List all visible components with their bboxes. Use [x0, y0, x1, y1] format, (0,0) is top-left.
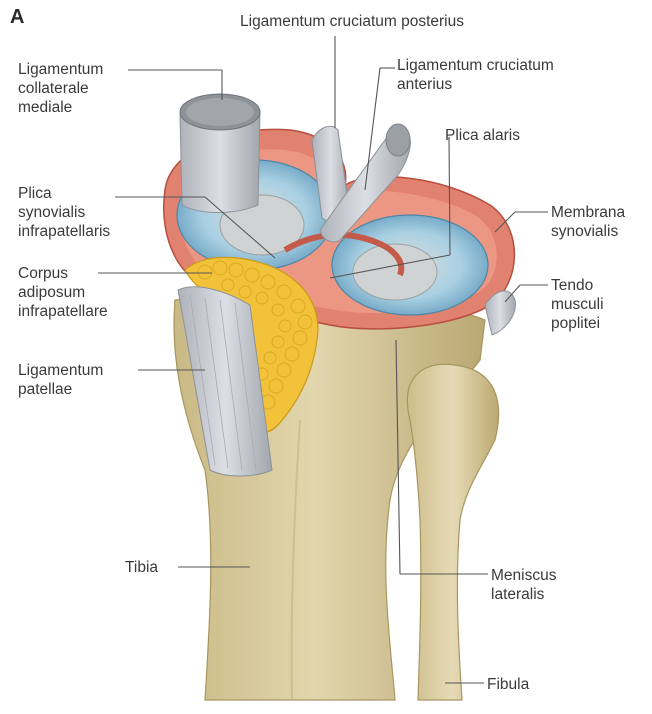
label-plica-synovialis: Plica synovialis infrapatellaris	[18, 184, 110, 241]
label-tibia: Tibia	[125, 558, 158, 577]
label-membrana-synovialis: Membrana synovialis	[551, 203, 625, 241]
lateral-meniscus	[332, 215, 488, 315]
label-meniscus-lateralis: Meniscus lateralis	[491, 566, 556, 604]
label-lig-cruciatum-anterius: Ligamentum cruciatum anterius	[397, 56, 554, 94]
label-lig-patellae: Ligamentum patellae	[18, 361, 103, 399]
label-fibula: Fibula	[487, 675, 529, 694]
collateral-ligament-stump	[180, 94, 260, 213]
label-corpus-adiposum: Corpus adiposum infrapatellare	[18, 264, 108, 321]
label-plica-alaris: Plica alaris	[445, 126, 520, 145]
label-tendo-musculi-poplitei: Tendo musculi poplitei	[551, 276, 604, 333]
label-lig-collaterale-mediale: Ligamentum collaterale mediale	[18, 60, 103, 117]
label-lig-cruciatum-posterius: Ligamentum cruciatum posterius	[240, 12, 464, 31]
fibula-bone	[407, 364, 498, 700]
figure-letter: A	[10, 6, 24, 29]
